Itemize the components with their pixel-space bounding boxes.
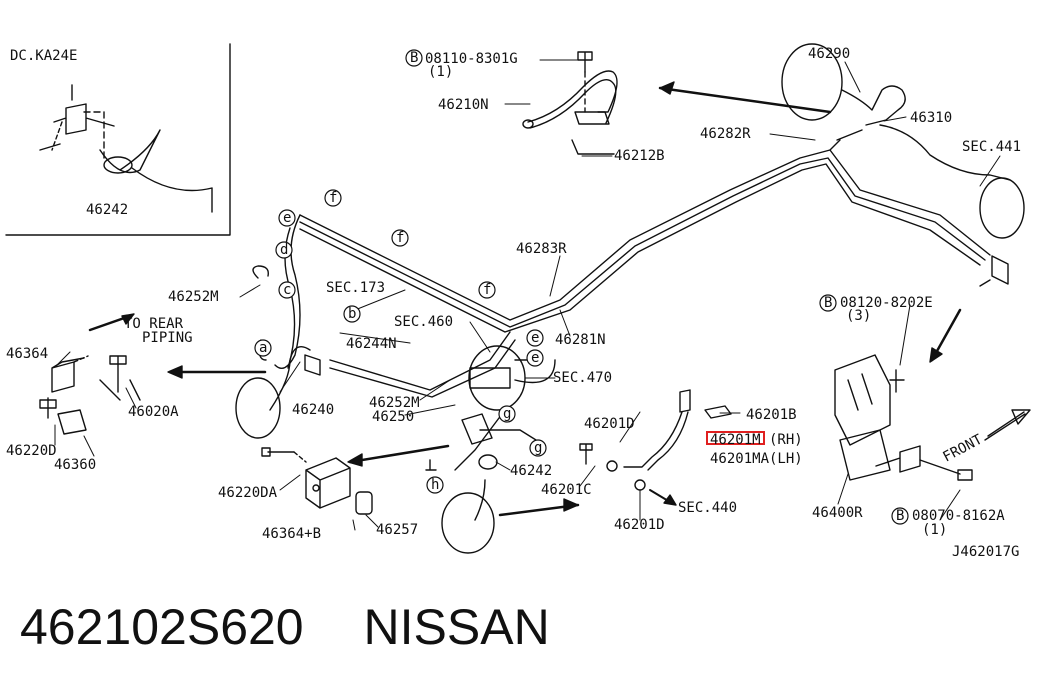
label-sec440: SEC.440: [678, 500, 737, 516]
marker-a: a: [259, 340, 267, 356]
main-pipe-bundle: [274, 149, 991, 398]
caliper-46400r: [834, 308, 1031, 481]
brand-name: NISSAN: [363, 599, 550, 655]
label-ref-code: J462017G: [952, 544, 1019, 560]
label-to-rear: TO REAR: [124, 316, 184, 332]
label-46364b: 46364+B: [262, 526, 321, 542]
marker-g: g: [503, 406, 511, 422]
brake-piping-diagram: f e d f f c b a e e g g h B B B DC.KA24E…: [5, 43, 1031, 560]
upper-right-hose: [658, 43, 1025, 239]
label-bolt-bot-qty: (1): [922, 522, 947, 538]
part-caption: 462102S620 NISSAN: [20, 598, 1020, 668]
label-46400r: 46400R: [812, 505, 863, 521]
label-46252m-mid: 46252M: [369, 395, 420, 411]
label-46240: 46240: [292, 402, 334, 418]
label-46220da: 46220DA: [218, 485, 278, 501]
hose-46201m: [579, 389, 732, 506]
bracket-46364: [39, 313, 141, 435]
label-46282r: 46282R: [700, 126, 751, 142]
inset-box: [5, 43, 231, 236]
label-bolt-top-qty: (1): [428, 64, 453, 80]
label-sec460: SEC.460: [394, 314, 453, 330]
label-bolt-bot: 08070-8162A: [912, 508, 1005, 524]
front-right-wheel: [425, 413, 580, 554]
label-46290: 46290: [808, 46, 850, 62]
circle-marker-letters: f e d f f c b a e e g g h B B B: [259, 50, 904, 524]
leader-lines: [54, 59, 1001, 531]
marker-h: h: [431, 477, 439, 493]
marker-e: e: [531, 350, 539, 366]
left-wheel-assembly: [167, 265, 321, 439]
label-46201d-bot: 46201D: [614, 517, 665, 533]
circle-markers: [254, 49, 909, 525]
block-46364b: [261, 444, 450, 515]
label-bolt-top: 08110-8301G: [425, 51, 518, 67]
label-46252m-top: 46252M: [168, 289, 219, 305]
label-46257: 46257: [376, 522, 418, 538]
bolt-marker: B: [824, 295, 832, 311]
label-46212b: 46212B: [614, 148, 665, 164]
label-46281n: 46281N: [555, 332, 606, 348]
marker-f: f: [396, 230, 404, 246]
sec441-fitting: [979, 255, 1009, 287]
label-46201ma: 46201MA(LH): [710, 451, 803, 467]
marker-f: f: [483, 282, 491, 298]
marker-c: c: [283, 282, 291, 298]
label-46360: 46360: [54, 457, 96, 473]
label-46201c: 46201C: [541, 482, 592, 498]
label-dc-ka24e: DC.KA24E: [10, 48, 77, 64]
pipe-46210n: [522, 51, 618, 155]
marker-d: d: [280, 242, 288, 258]
marker-e: e: [283, 210, 291, 226]
label-46244n: 46244N: [346, 336, 397, 352]
label-piping: PIPING: [142, 330, 193, 346]
label-46201d-top: 46201D: [584, 416, 635, 432]
marker-e: e: [531, 330, 539, 346]
marker-g: g: [534, 440, 542, 456]
label-46210n: 46210N: [438, 97, 489, 113]
highlight-box: [706, 431, 765, 445]
label-46201b: 46201B: [746, 407, 797, 423]
callout-labels: DC.KA24E 46242 08110-8301G (1) 46210N 46…: [6, 46, 1021, 560]
label-46242-top: 46242: [86, 202, 128, 218]
label-bolt-right: 08120-8202E: [840, 295, 933, 311]
label-sec470: SEC.470: [553, 370, 612, 386]
bolt-marker: B: [896, 508, 904, 524]
bolt-marker: B: [410, 50, 418, 66]
label-46364: 46364: [6, 346, 48, 362]
label-46020a: 46020A: [128, 404, 179, 420]
label-46310: 46310: [910, 110, 952, 126]
label-46220d: 46220D: [6, 443, 57, 459]
label-46242-mid: 46242: [510, 463, 552, 479]
label-sec441: SEC.441: [962, 139, 1021, 155]
marker-f: f: [329, 190, 337, 206]
marker-b: b: [348, 306, 356, 322]
label-46250: 46250: [372, 409, 414, 425]
label-46201m: 46201M (RH): [710, 432, 803, 448]
label-sec173: SEC.173: [326, 280, 385, 296]
label-46283r: 46283R: [516, 241, 567, 257]
part-number: 462102S620: [20, 599, 304, 655]
label-front: FRONT: [940, 431, 985, 465]
label-bolt-right-qty: (3): [846, 308, 871, 324]
